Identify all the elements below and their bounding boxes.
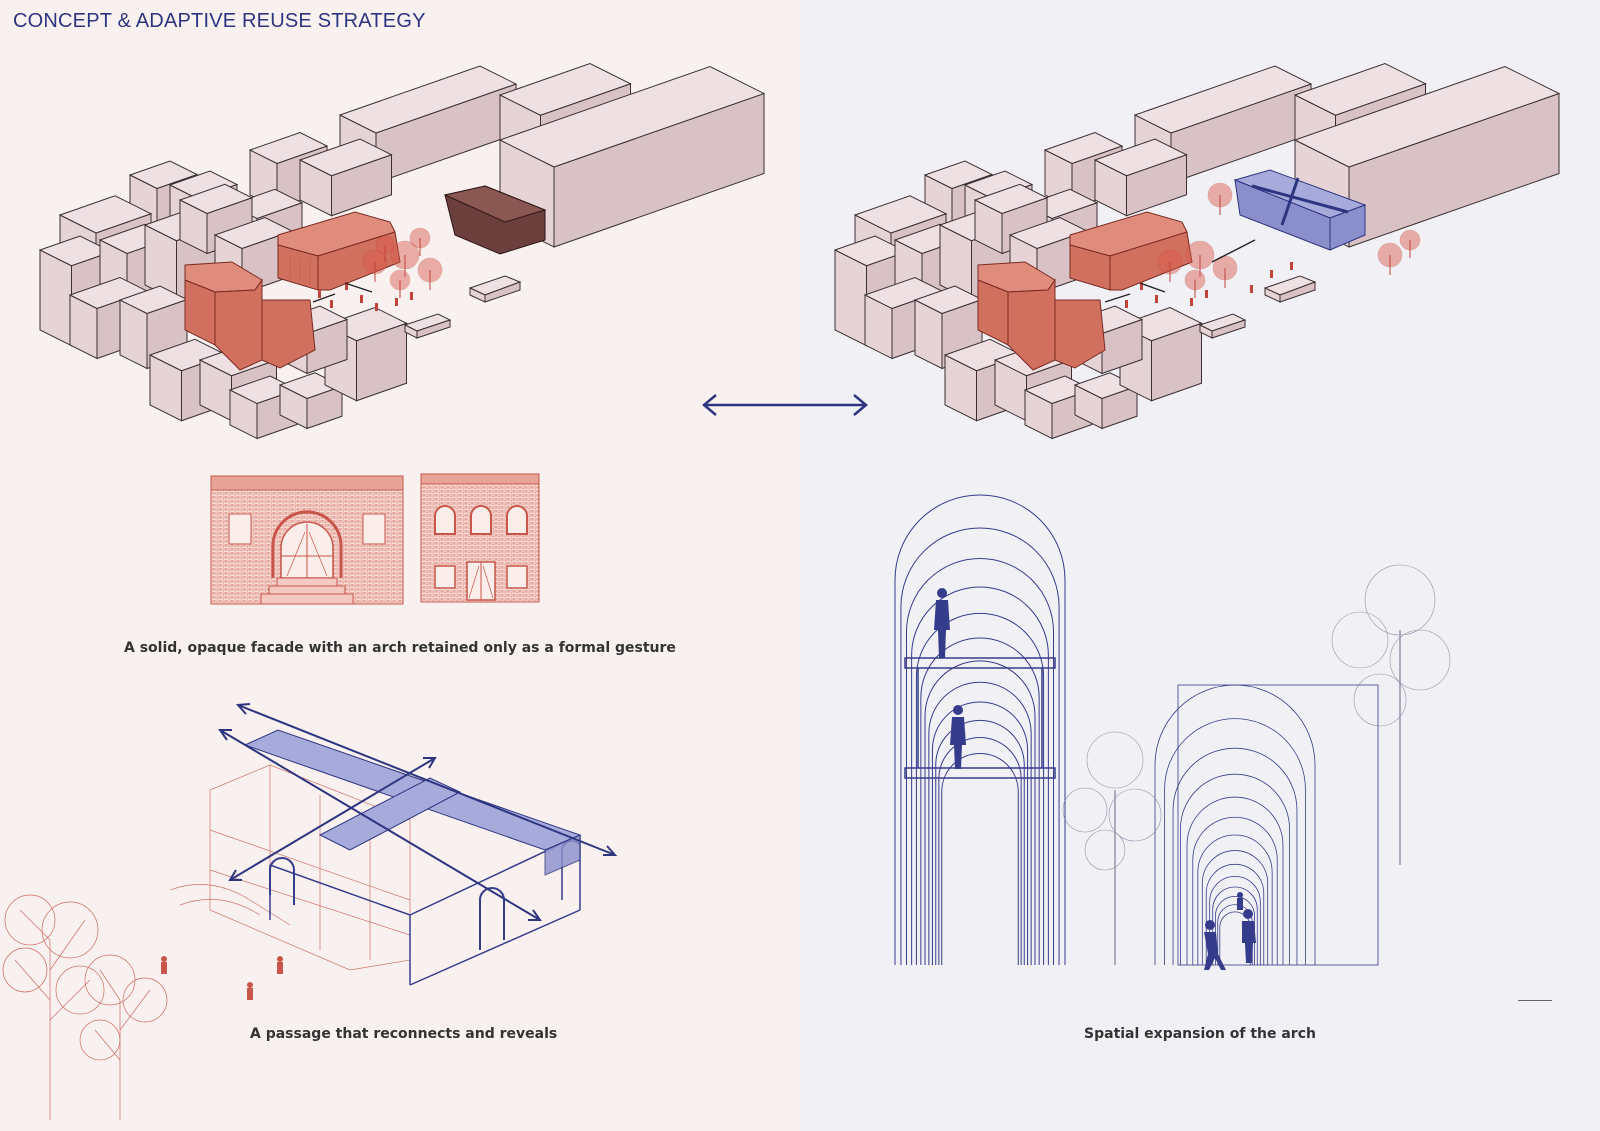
facade-elevation-main [210,475,404,605]
passage-axonometric [169,703,618,986]
double-arrow-icon [702,394,868,416]
arch-expansion-illustration [894,494,1451,970]
page-title: CONCEPT & ADAPTIVE REUSE STRATEGY [13,10,426,32]
site-massing-existing [38,62,766,440]
caption-passage: A passage that reconnects and reveals [250,1026,558,1042]
red-building-center [277,211,401,291]
tree-icon [2,894,168,1120]
caption-arch: Spatial expansion of the arch [1084,1026,1316,1042]
blue-reused-building [1233,169,1367,251]
site-massing-proposed [833,62,1561,440]
caption-facade: A solid, opaque facade with an arch reta… [124,640,676,656]
brown-existing-building [443,185,547,255]
person-icon [161,956,283,1000]
red-building-left [184,261,316,371]
facade-elevation-side [420,473,540,603]
red-building-center-proposed [1069,211,1193,291]
scale-bar [1518,1000,1552,1001]
red-building-left-proposed [977,261,1106,371]
passage-cross [243,729,582,876]
